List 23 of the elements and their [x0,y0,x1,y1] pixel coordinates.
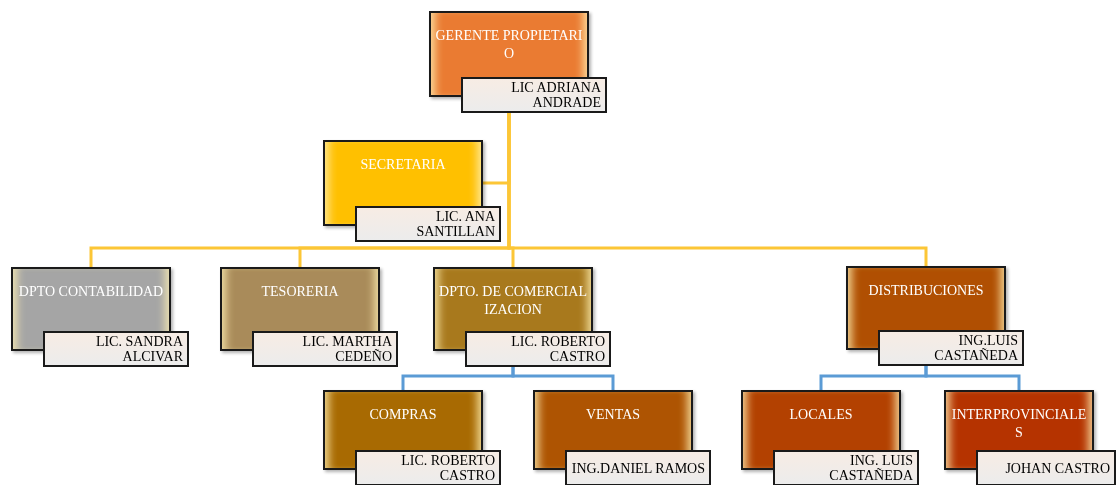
person-name: LIC. ROBERTO CASTRO [510,334,605,364]
person-name: LIC. MARTHA CEDEÑO [301,334,392,364]
person-name: ING. LUIS CASTAÑEDA [828,453,913,483]
connector-line [511,367,615,390]
unit-title: LOCALES [789,406,853,424]
person-name: LIC. ROBERTO CASTRO [400,453,495,483]
connector-line [507,113,928,266]
unit-title: DISTRIBUCIONES [868,282,984,300]
person-name: ING.LUIS CASTAÑEDA [933,333,1018,363]
person-name: LIC ADRIANA ANDRADE [510,80,601,110]
unit-title: GERENTE PROPIETARIO [435,27,583,63]
person-name: LIC. SANDRA ALCIVAR [94,334,183,364]
unit-title: COMPRAS [369,406,437,424]
connector-line [924,366,1021,390]
unit-title: VENTAS [585,406,641,424]
person-name: LIC. ANA SANTILLAN [415,209,495,239]
unit-title: TESORERIA [261,283,339,301]
unit-title: DPTO CONTABILIDAD [18,283,164,301]
person-name: JOHAN CASTRO [1004,460,1110,476]
unit-title: DPTO. DE COMERCIALIZACION [439,283,587,319]
unit-title: INTERPROVINCIALES [950,406,1088,442]
person-name: ING.DANIEL RAMOS [571,460,705,476]
unit-title: SECRETARIA [360,156,446,174]
